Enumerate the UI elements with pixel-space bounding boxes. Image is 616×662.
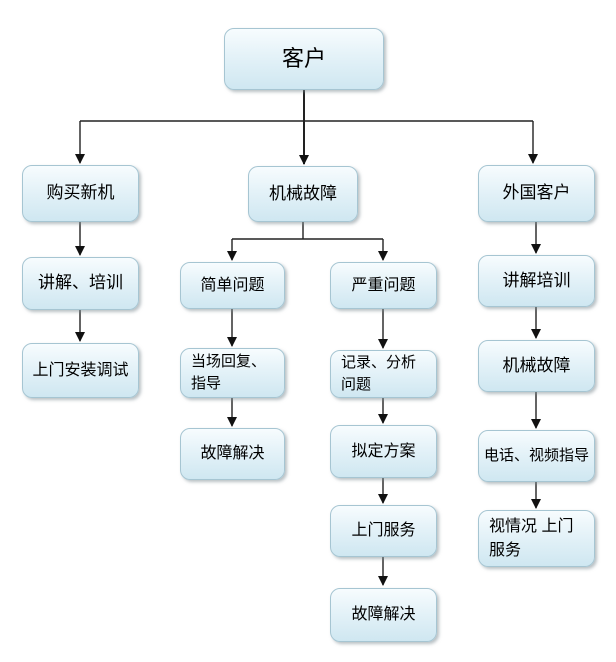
node-label: 故障解决: [351, 606, 416, 624]
node-label: 讲解培训: [502, 270, 571, 290]
node-label: 严重问题: [351, 276, 416, 294]
node-label: 上门安装调试: [32, 361, 129, 379]
node-label: 上门服务: [351, 522, 416, 540]
flow-node-serious-problem: 严重问题: [330, 262, 437, 309]
flow-node-foreign-customer: 外国客户: [478, 165, 595, 222]
node-label: 外国客户: [502, 183, 571, 203]
flow-node-record-analyze: 记录、分析问题: [330, 350, 437, 398]
node-label: 购买新机: [46, 183, 115, 203]
flow-node-onsite-service-depends: 视情况 上门服务: [478, 510, 595, 567]
node-label: 机械故障: [502, 355, 571, 375]
flow-node-buy-new-machine: 购买新机: [22, 165, 139, 222]
node-label: 故障解决: [200, 445, 265, 463]
flow-node-explain-training-foreign: 讲解培训: [478, 255, 595, 307]
node-label: 视情况 上门服务: [489, 517, 574, 559]
node-label: 客户: [281, 46, 326, 72]
node-label: 记录、分析问题: [341, 353, 417, 394]
node-label: 电话、视频指导: [483, 446, 589, 464]
flow-node-onsite-install-debug: 上门安装调试: [22, 343, 139, 398]
flow-node-onsite-service: 上门服务: [330, 505, 437, 557]
flow-node-mechanical-fault-foreign: 机械故障: [478, 340, 595, 392]
flow-node-draft-plan: 拟定方案: [330, 425, 437, 478]
node-label: 当场回复、指导: [191, 352, 267, 393]
node-label: 简单问题: [200, 276, 265, 294]
flow-node-explain-training: 讲解、培训: [22, 257, 139, 310]
flow-node-simple-problem: 简单问题: [180, 262, 285, 309]
flow-node-customer: 客户: [224, 28, 384, 90]
flow-node-mechanical-fault: 机械故障: [248, 166, 358, 222]
flow-node-phone-video-guide: 电话、视频指导: [478, 430, 595, 482]
node-label: 讲解、培训: [38, 273, 123, 293]
node-label: 机械故障: [269, 183, 337, 203]
node-label: 拟定方案: [351, 442, 416, 460]
flow-node-fault-solved-simple: 故障解决: [180, 428, 285, 480]
flow-node-fault-solved-serious: 故障解决: [330, 588, 437, 642]
flow-node-onsite-reply-guide: 当场回复、指导: [180, 348, 285, 398]
